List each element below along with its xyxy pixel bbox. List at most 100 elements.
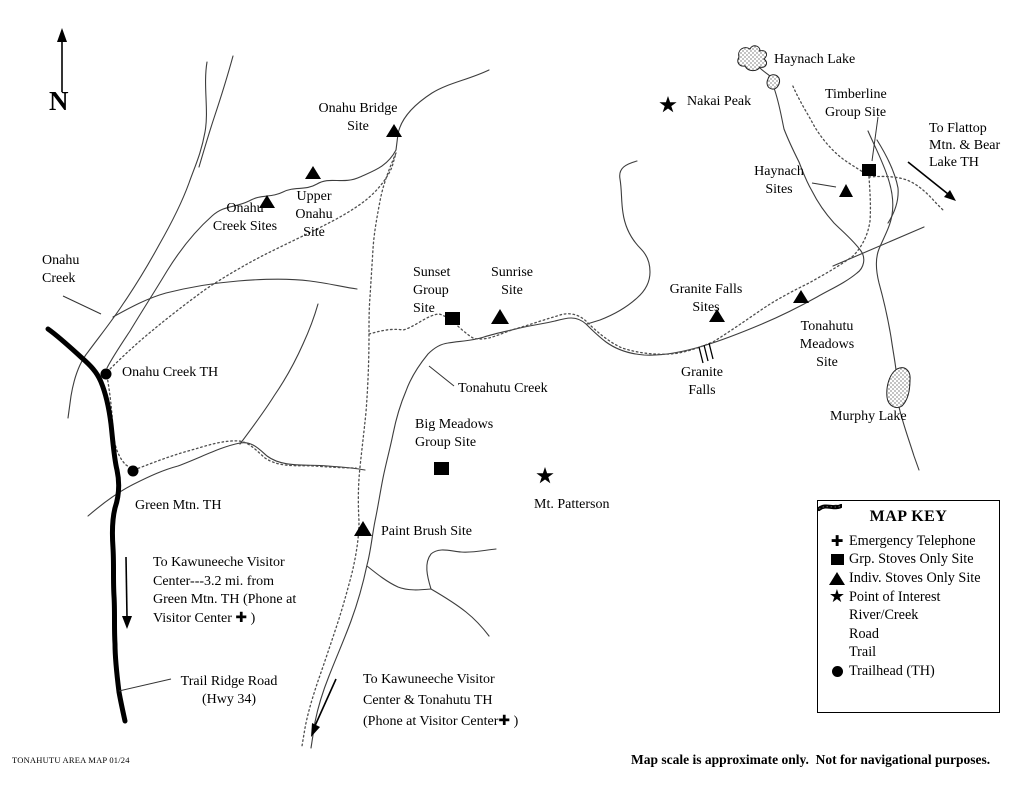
key-label: Trail (849, 644, 877, 661)
label-sunset-group-site: Sunset Group Site (413, 265, 451, 316)
green-mtn-creek (87, 442, 366, 517)
label-timberline-group-site: Timberline Group Site (825, 87, 887, 120)
paint-brush-site-marker (354, 521, 372, 536)
key-row-group-stoves-site: Grp. Stoves Only Site (818, 551, 999, 570)
key-row-road: Road (818, 504, 999, 644)
label-sunrise-site: Sunrise Site (491, 265, 533, 298)
label-to-flattop: To Flattop Mtn. & Bear Lake TH (929, 121, 1001, 170)
onahu-creek-upper-branch (67, 61, 208, 419)
key-row-point-of-interest: ★ Point of Interest (818, 588, 999, 607)
onahu-creek-second-branch (198, 55, 234, 168)
trailhead-icon (825, 665, 849, 677)
murphy-creek-braid (876, 139, 899, 224)
key-label: Emergency Telephone (849, 532, 976, 549)
tonahutu-trail-north-south (301, 152, 397, 747)
onahu-creek-pointer (62, 295, 102, 315)
emergency-telephone-icon: ✚ (830, 532, 844, 551)
key-label: River/Creek (849, 607, 919, 624)
murphy-creek (867, 130, 897, 371)
haynach-lake-trail (791, 83, 870, 177)
label-to-kawuneeche-green: To Kawuneeche Visitor Center---3.2 mi. f… (153, 555, 297, 626)
onahu-bridge-creek-north (395, 69, 490, 151)
granite-falls-sites-marker (709, 309, 725, 322)
trail-ridge-road-line (45, 326, 128, 724)
key-row-emergency-telephone: ✚ Emergency Telephone (818, 532, 999, 551)
sunrise-site-marker (491, 309, 509, 324)
tonahutu-creek-pointer (428, 365, 455, 387)
murphy-lake-shape (886, 367, 911, 409)
label-to-kawuneeche-tonahutu: To Kawuneeche Visitor Center & Tonahutu … (363, 672, 519, 729)
south-branch-connector (366, 565, 432, 591)
tonahutu-th-direction-arrow (311, 678, 337, 737)
haynach-pond-shape (766, 74, 780, 90)
label-mt-patterson: Mt. Patterson (534, 497, 610, 512)
point-of-interest-icon: ★ (828, 586, 846, 608)
label-granite-falls-sites: Granite Falls Sites (669, 282, 743, 315)
onahu-trail (106, 152, 397, 373)
nakai-peak-marker (659, 96, 677, 113)
key-row-trailhead: Trailhead (TH) (818, 662, 999, 681)
label-nakai-peak: Nakai Peak (687, 94, 752, 109)
onahu-creek-sites-marker (259, 195, 275, 208)
haynach-sites-pointer (811, 182, 837, 188)
label-tonahutu-creek: Tonahutu Creek (458, 381, 548, 396)
trail-ridge-road-pointer (118, 678, 172, 692)
key-label: Indiv. Stoves Only Site (849, 569, 981, 586)
map-key-title: MAP KEY (869, 508, 948, 525)
north-label: N (49, 86, 69, 116)
label-big-meadows-group-site: Big Meadows Group Site (415, 417, 494, 450)
label-granite-falls: Granite Falls (681, 365, 723, 398)
group-stoves-site-icon (825, 554, 849, 566)
label-trail-ridge-road: Trail Ridge Road (Hwy 34) (180, 674, 278, 707)
key-label: Grp. Stoves Only Site (849, 551, 974, 568)
haynach-lake-shape (737, 45, 768, 72)
tonahutu-creek-main (310, 87, 865, 749)
label-haynach-lake: Haynach Lake (774, 52, 856, 67)
key-row-indiv-stoves-site: Indiv. Stoves Only Site (818, 569, 999, 588)
haynach-sites-marker (839, 184, 853, 197)
upper-onahu-site-marker (305, 166, 321, 179)
label-green-mtn-th: Green Mtn. TH (135, 498, 222, 513)
flattop-direction-arrow (907, 161, 956, 201)
big-meadows-group-site-marker (434, 462, 449, 475)
green-mtn-trail (133, 440, 357, 471)
label-murphy-lake: Murphy Lake (830, 409, 907, 424)
label-tonahutu-meadows-site: Tonahutu Meadows Site (799, 319, 855, 370)
key-label: Road (849, 625, 879, 642)
nakai-creek (586, 160, 651, 325)
green-mtn-th-marker (127, 465, 139, 477)
label-onahu-bridge-site: Onahu Bridge Site (318, 101, 398, 134)
indiv-stoves-site-icon (825, 571, 849, 585)
granite-falls-marks (698, 342, 714, 364)
onahu-side-creek (112, 278, 358, 318)
sunset-group-site-marker (445, 312, 460, 325)
key-label: Point of Interest (849, 588, 941, 605)
label-paint-brush-site: Paint Brush Site (381, 524, 473, 539)
north-arrow (57, 28, 67, 92)
mt-patterson-marker (536, 467, 554, 484)
south-branch-east (426, 548, 497, 590)
tonahutu-meadows-site-marker (793, 290, 809, 303)
meadow-branch-creek (239, 303, 319, 445)
onahu-creek-th-marker (100, 368, 112, 380)
murphy-creek-south (898, 406, 920, 471)
label-onahu-creek: Onahu Creek (42, 253, 80, 286)
key-row-river-creek: River/Creek (818, 504, 999, 625)
onahu-creek-east-arm (106, 149, 397, 369)
map-disclaimer: Map scale is approximate only. Not for n… (631, 752, 991, 767)
label-haynach-sites: Haynach Sites (754, 164, 804, 197)
kawuneeche-direction-arrow (122, 556, 132, 629)
map-key: MAP KEY ✚ Emergency Telephone Grp. Stove… (817, 500, 1000, 713)
label-onahu-creek-th: Onahu Creek TH (122, 365, 219, 380)
onahu-bridge-site-marker (386, 124, 402, 137)
key-row-trail: Trail (818, 505, 999, 663)
key-label: Trailhead (TH) (849, 662, 935, 679)
label-onahu-creek-sites: Onahu Creek Sites (212, 201, 278, 234)
map-footer-id: TONAHUTU AREA MAP 01/24 (12, 755, 130, 765)
northeast-creek-segment (832, 226, 925, 267)
timberline-group-site-marker (862, 164, 876, 176)
label-upper-onahu-site: Upper Onahu Site (295, 189, 333, 240)
south-branch-southeast (430, 588, 490, 637)
